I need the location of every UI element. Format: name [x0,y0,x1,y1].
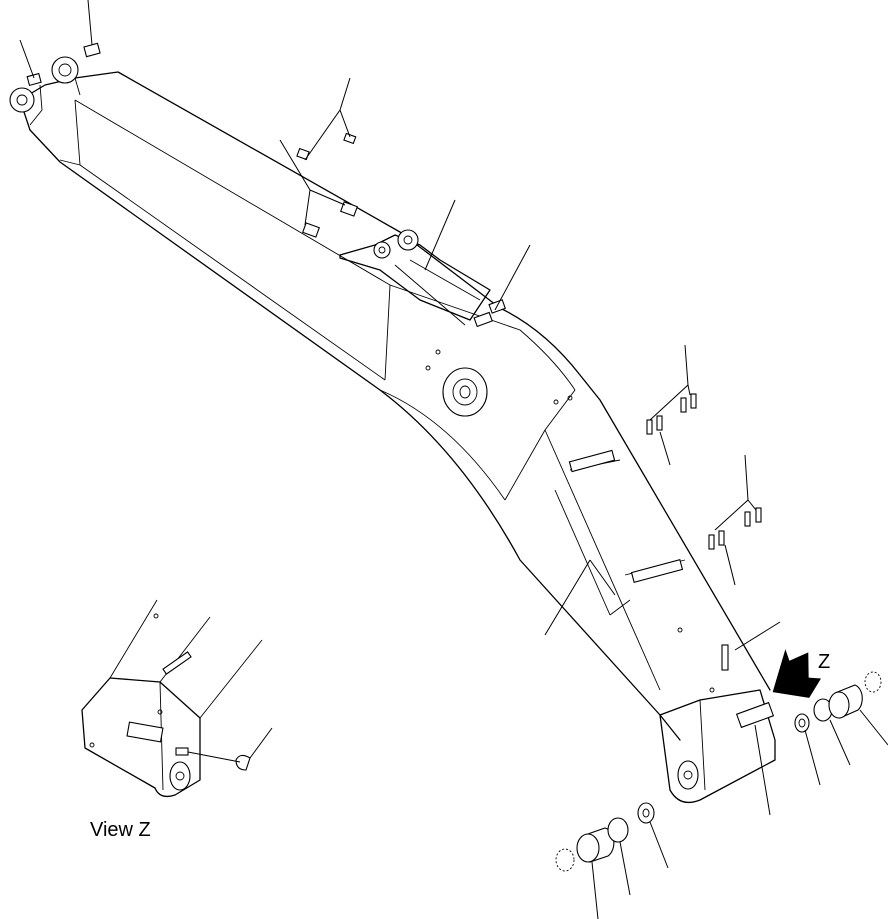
pin-parts-left [555,802,655,872]
view-z-detail [81,599,273,798]
arrow-down-left-icon [772,649,822,698]
direction-label: Z [818,651,830,673]
view-label: View Z [90,819,151,841]
pin-parts-right [794,671,882,733]
clamp-parts [26,42,775,729]
bolt-group-lower [708,507,762,550]
leader-lines [19,0,888,919]
bolt-group-upper [646,393,697,435]
